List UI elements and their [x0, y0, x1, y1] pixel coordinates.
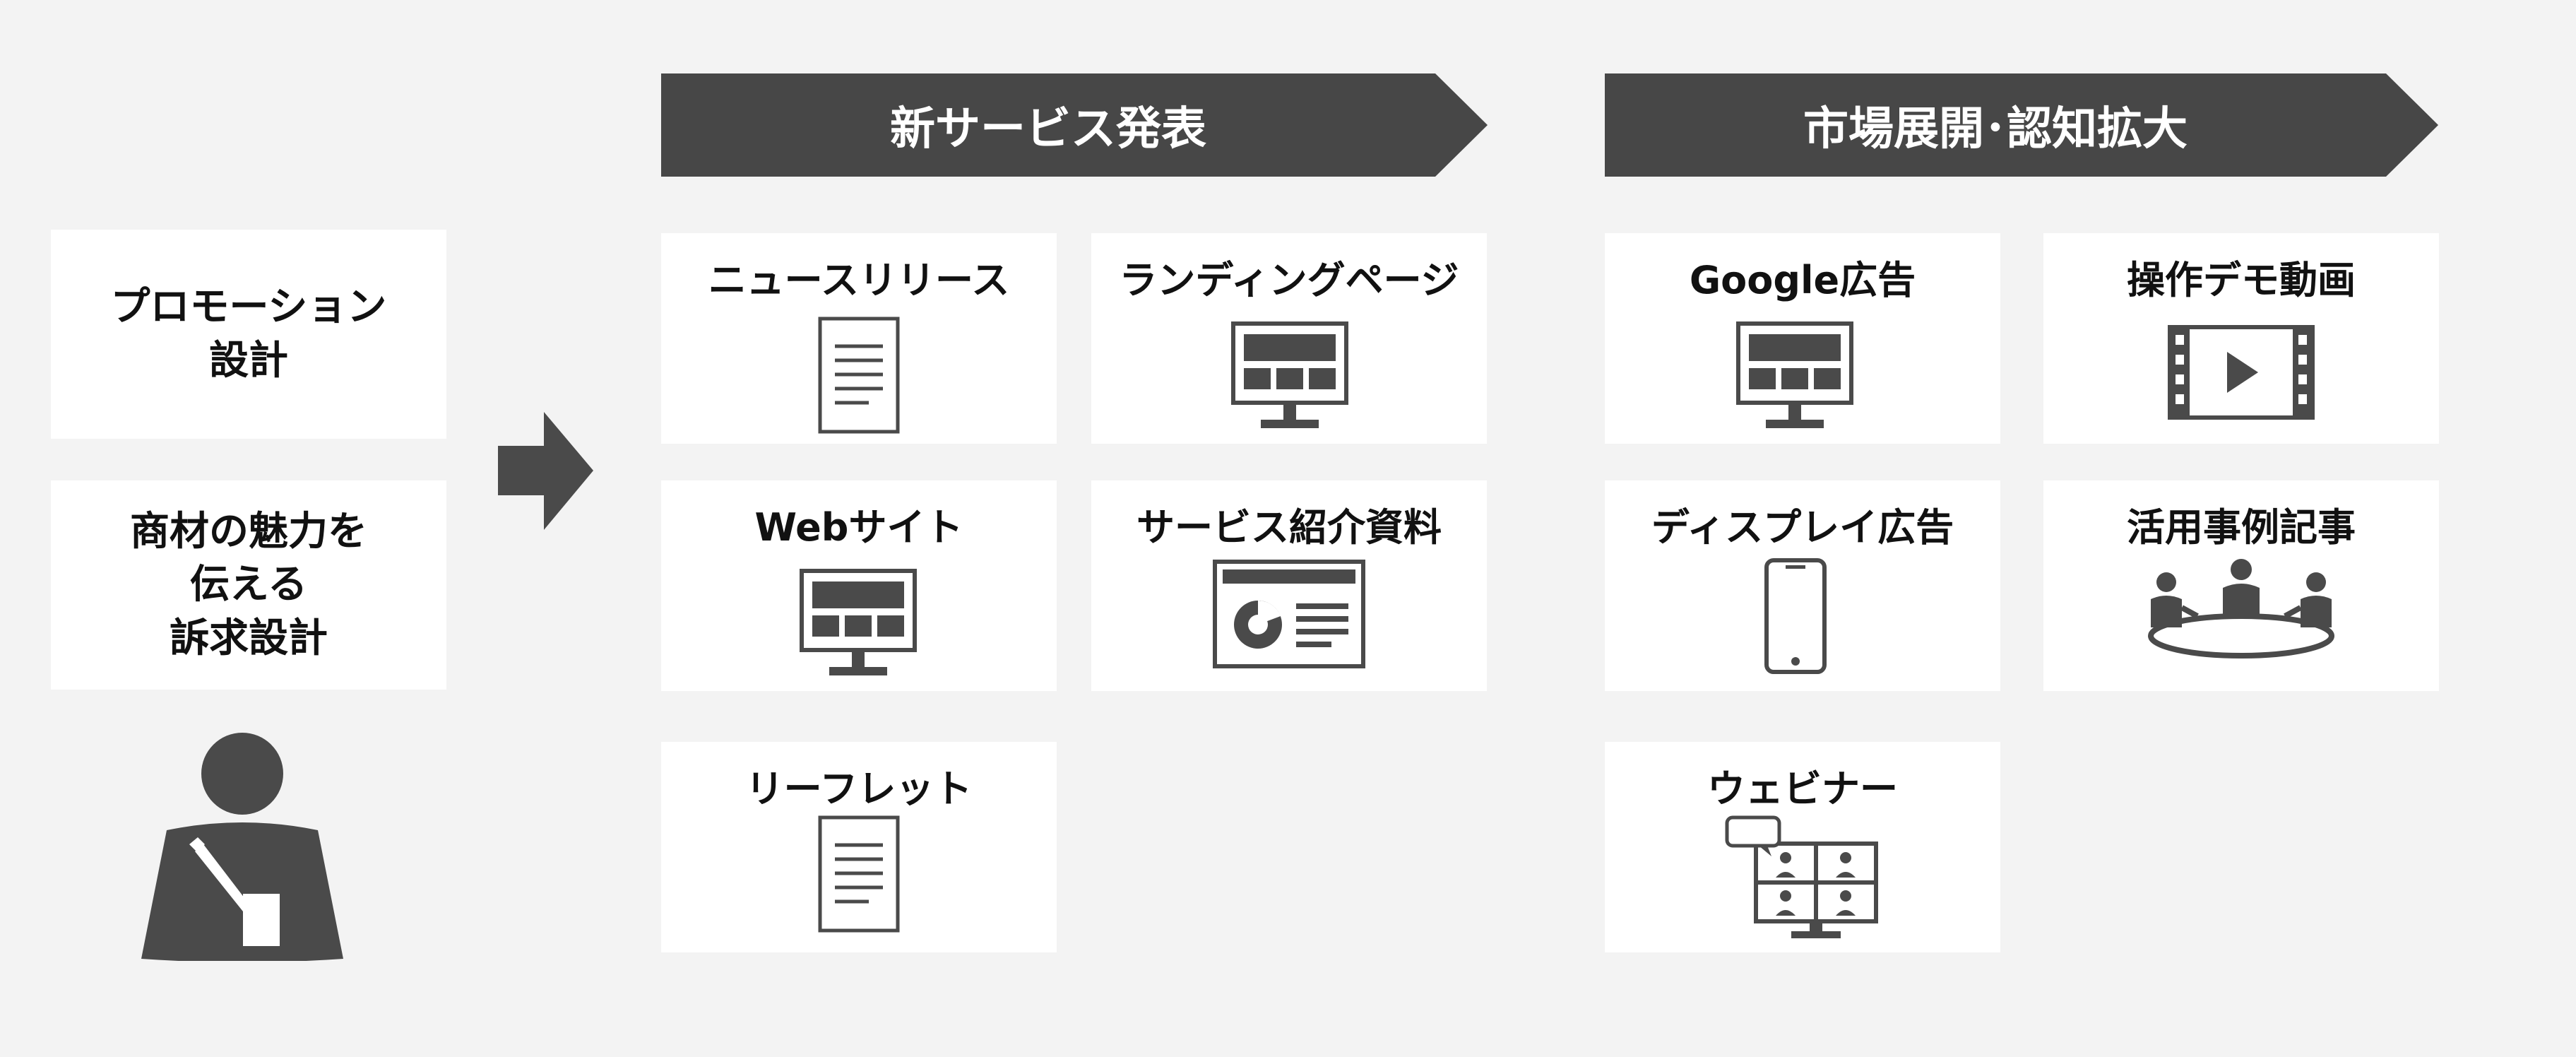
tile-website: Webサイト: [661, 480, 1057, 691]
tile-label: ニュースリリース: [708, 258, 1010, 302]
column-header-market: 市場展開･認知拡大: [1605, 73, 2438, 177]
video-film-icon: [2168, 325, 2315, 420]
monitor-icon: [1231, 321, 1348, 428]
webinar-icon: [1725, 815, 1878, 938]
promotion-design-line: プロモーション: [110, 284, 387, 331]
appeal-design-line: 商材の魅力を: [130, 508, 367, 555]
tile-label: ランディングページ: [1119, 258, 1459, 302]
tile-google-ads: Google広告: [1605, 233, 2000, 444]
promotion-design-card: プロモーション 設計: [51, 230, 446, 439]
tile-label: 活用事例記事: [2127, 505, 2356, 550]
column-header-label: 市場展開･認知拡大: [1803, 103, 2188, 155]
right-arrow-icon: [498, 412, 593, 530]
tile-landing-page: ランディングページ: [1091, 233, 1487, 444]
tile-label: ウェビナー: [1707, 767, 1898, 811]
person-writing-icon: [141, 733, 343, 961]
tile-display-ads: ディスプレイ広告: [1605, 480, 2000, 691]
tile-label: Google広告: [1689, 258, 1916, 302]
monitor-icon: [1736, 321, 1853, 428]
tile-news-release: ニュースリリース: [661, 233, 1057, 444]
tile-label: Webサイト: [754, 505, 963, 550]
appeal-design-line: 訴求設計: [170, 615, 328, 661]
smartphone-icon: [1764, 558, 1827, 674]
tile-label: サービス紹介資料: [1136, 505, 1442, 550]
meeting-icon: [2148, 559, 2334, 659]
monitor-icon: [800, 569, 917, 675]
tile-webinar: ウェビナー: [1605, 742, 2000, 952]
column-header-label: 新サービス発表: [890, 103, 1206, 155]
column-header-new-service: 新サービス発表: [661, 73, 1488, 177]
tile-label: 操作デモ動画: [2127, 258, 2356, 302]
document-icon: [818, 317, 900, 434]
tile-label: ディスプレイ広告: [1651, 505, 1954, 550]
appeal-design-line: 伝える: [189, 562, 308, 608]
tile-label: リーフレット: [745, 767, 973, 811]
tile-service-material: サービス紹介資料: [1091, 480, 1487, 691]
tile-case-study: 活用事例記事: [2043, 480, 2439, 691]
appeal-design-card: 商材の魅力を 伝える 訴求設計: [51, 480, 446, 690]
promotion-design-line: 設計: [208, 338, 288, 384]
tile-demo-video: 操作デモ動画: [2043, 233, 2439, 444]
tile-leaflet: リーフレット: [661, 742, 1057, 952]
document-icon: [818, 815, 900, 933]
presentation-icon: [1213, 560, 1365, 668]
